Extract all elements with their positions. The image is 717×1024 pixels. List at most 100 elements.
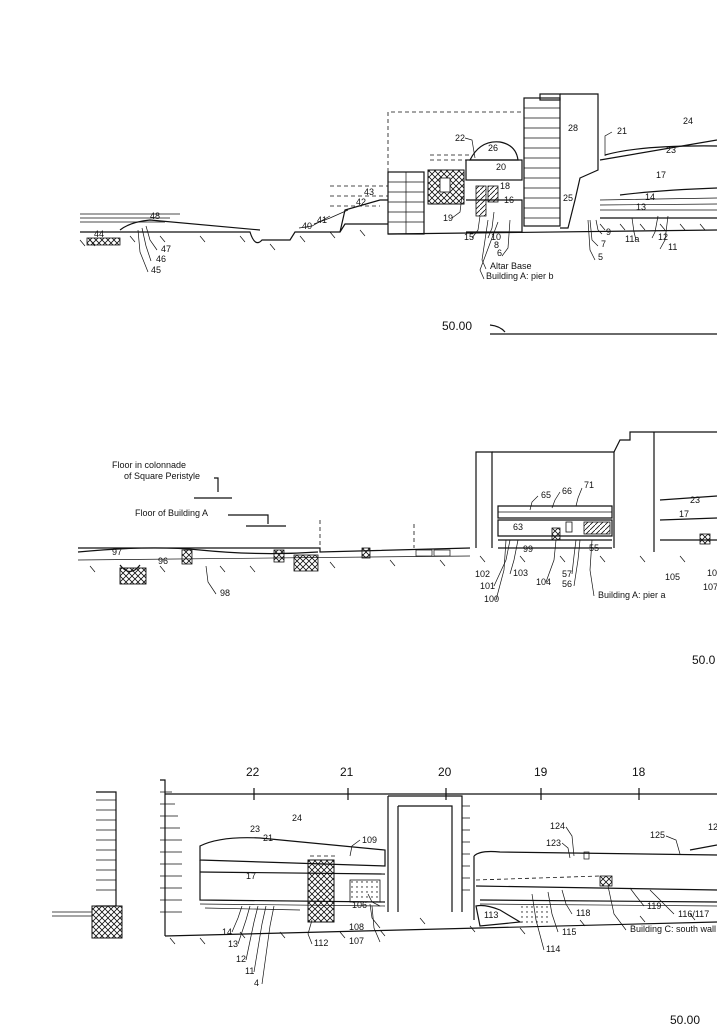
- label-25: 25: [563, 193, 573, 203]
- note-building-c-south-wall: Building C: south wall: [630, 924, 716, 934]
- label-26: 26: [488, 143, 498, 153]
- label-125: 125: [650, 830, 665, 840]
- label-6: 6: [497, 248, 502, 258]
- label-96: 96: [158, 556, 168, 566]
- note-floor-building-a: Floor of Building A: [135, 508, 208, 518]
- label-23-s2: 23: [690, 495, 700, 505]
- label-10: 10: [491, 232, 501, 242]
- label-123: 123: [546, 838, 561, 848]
- label-12-s3: 12: [236, 954, 246, 964]
- label-99: 99: [523, 544, 533, 554]
- section-1: [79, 93, 717, 335]
- label-43: 43: [364, 187, 374, 197]
- label-9: 9: [606, 227, 611, 237]
- label-56: 56: [562, 579, 572, 589]
- label-114: 114: [546, 944, 560, 954]
- datum-label-1: 50.00: [442, 319, 472, 333]
- label-65: 65: [541, 490, 551, 500]
- label-11a: 11a: [625, 234, 639, 244]
- label-7: 7: [601, 239, 606, 249]
- section-3-labels: 22 21 20 19 18 24 23 21 109 17 106 108 1…: [222, 765, 717, 1024]
- label-105: 105: [665, 572, 680, 582]
- label-45: 45: [151, 265, 161, 275]
- grid-22: 22: [246, 765, 260, 779]
- label-97: 97: [112, 547, 122, 557]
- label-21: 21: [617, 126, 627, 136]
- grid-21: 21: [340, 765, 354, 779]
- label-116-117: 116/117: [678, 909, 709, 919]
- label-22: 22: [455, 133, 465, 143]
- label-4: 4: [254, 978, 259, 988]
- label-107-s2: 107: [703, 582, 717, 592]
- label-40: 40: [302, 221, 312, 231]
- label-21-s3: 21: [263, 833, 273, 843]
- grid-20: 20: [438, 765, 452, 779]
- label-103: 103: [513, 568, 528, 578]
- label-12: 12: [658, 232, 668, 242]
- label-113: 113: [484, 910, 498, 920]
- label-48: 48: [150, 211, 160, 221]
- note-floor-colonnade: Floor in colonnade: [112, 460, 186, 470]
- label-47: 47: [161, 244, 171, 254]
- note-square-peristyle: of Square Peristyle: [124, 471, 200, 481]
- leader-lines: [137, 131, 681, 985]
- label-112: 112: [314, 938, 328, 948]
- label-108: 108: [349, 922, 364, 932]
- label-115: 115: [562, 927, 576, 937]
- section-1-labels: 24 28 21 23 17 22 26 20 18 14 13 12 11 1…: [94, 116, 693, 333]
- label-11-s3: 11: [245, 966, 254, 976]
- label-124: 124: [550, 821, 565, 831]
- label-102: 102: [475, 569, 490, 579]
- note-altar-base: Altar Base: [490, 261, 532, 271]
- label-57: 57: [562, 569, 572, 579]
- section-3: [52, 779, 717, 945]
- label-16: 16: [504, 195, 514, 205]
- section-2: [77, 431, 717, 585]
- label-98: 98: [220, 588, 230, 598]
- label-23-s3: 23: [250, 824, 260, 834]
- label-71: 71: [584, 480, 594, 490]
- label-119: 119: [647, 901, 661, 911]
- label-107-s3: 107: [349, 936, 364, 946]
- label-24-s3: 24: [292, 813, 302, 823]
- grid-18: 18: [632, 765, 646, 779]
- label-109: 109: [362, 835, 377, 845]
- label-19: 19: [443, 213, 453, 223]
- label-104: 104: [536, 577, 551, 587]
- label-44: 44: [94, 229, 104, 239]
- label-24: 24: [683, 116, 693, 126]
- label-13: 13: [636, 202, 646, 212]
- label-17-s3: 17: [246, 871, 256, 881]
- label-63: 63: [513, 522, 523, 532]
- label-15: 15: [464, 232, 474, 242]
- section-2-labels: 71 66 65 63 99 57 55 104 56 103 101 102 …: [112, 460, 717, 667]
- label-17: 17: [656, 170, 666, 180]
- label-23: 23: [666, 145, 676, 155]
- label-8: 8: [494, 240, 499, 250]
- label-10-s2: 10: [707, 568, 717, 578]
- label-106: 106: [352, 900, 367, 910]
- label-11: 11: [668, 242, 677, 252]
- label-18: 18: [500, 181, 510, 191]
- grid-19: 19: [534, 765, 548, 779]
- label-5: 5: [598, 252, 603, 262]
- label-14: 14: [645, 192, 655, 202]
- label-28: 28: [568, 123, 578, 133]
- label-17-s2: 17: [679, 509, 689, 519]
- label-118: 118: [576, 908, 590, 918]
- label-41: 41: [317, 215, 327, 225]
- note-building-a-pier-a: Building A: pier a: [598, 590, 666, 600]
- label-66: 66: [562, 486, 572, 496]
- datum-label-2: 50.0: [692, 653, 716, 667]
- label-13-s3: 13: [228, 939, 238, 949]
- label-100: 100: [484, 594, 499, 604]
- label-12-s3b: 12: [708, 822, 717, 832]
- label-20: 20: [496, 162, 506, 172]
- label-55: 55: [589, 543, 599, 553]
- label-101: 101: [480, 581, 495, 591]
- note-building-a-pier-b: Building A: pier b: [486, 271, 554, 281]
- label-42: 42: [356, 197, 366, 207]
- label-14-s3: 14: [222, 927, 232, 937]
- datum-label-3: 50.00: [670, 1013, 700, 1024]
